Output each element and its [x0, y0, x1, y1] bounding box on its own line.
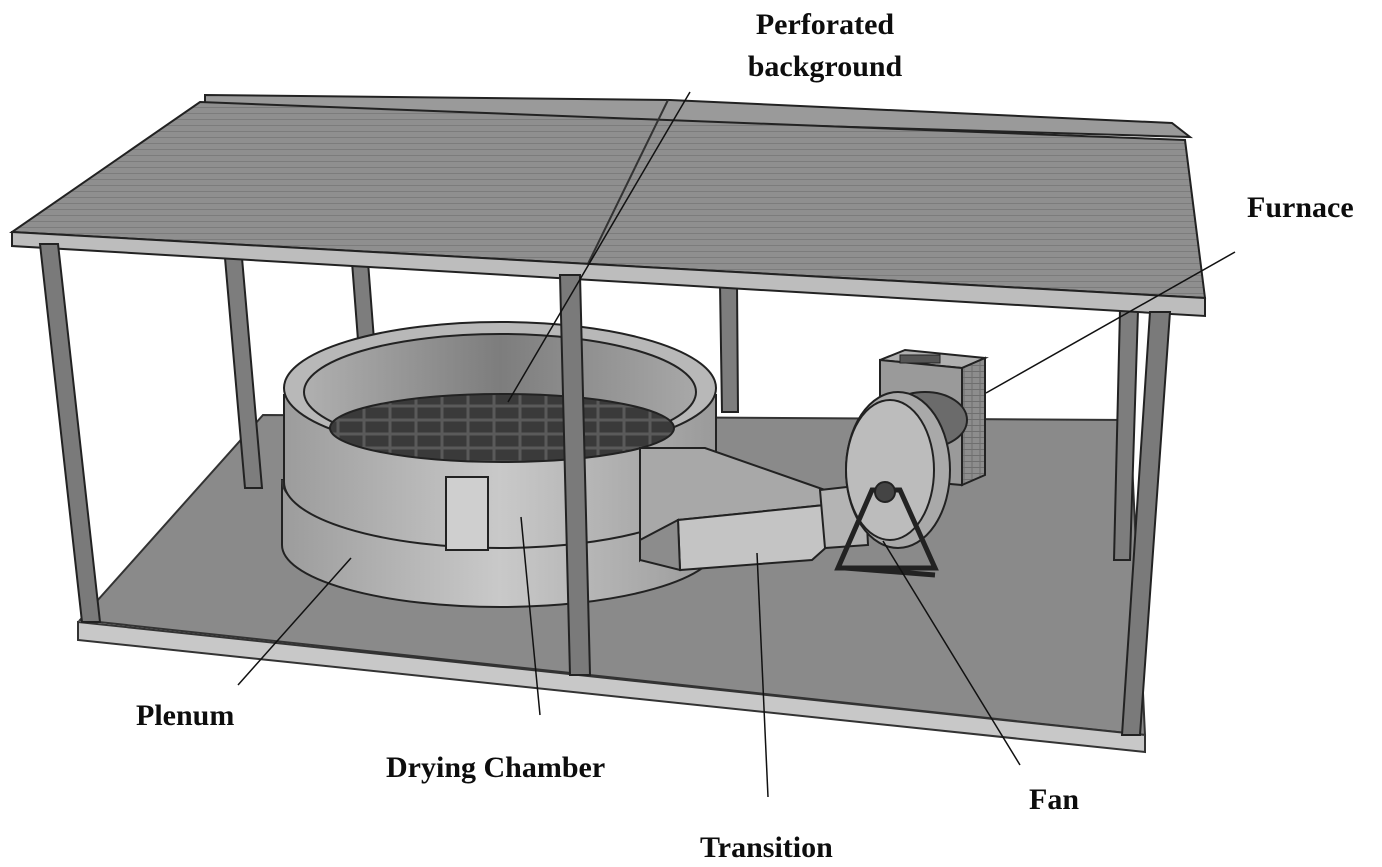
leader-perforated — [507, 91, 691, 403]
label-furnace: Furnace — [1247, 191, 1354, 224]
label-plenum: Plenum — [136, 699, 235, 732]
leader-transition — [756, 552, 769, 798]
roof — [9, 93, 1207, 318]
front-posts — [38, 243, 1172, 736]
leader-furnace — [985, 251, 1236, 394]
label-fan: Fan — [1029, 783, 1080, 816]
leader-lines — [237, 91, 1236, 798]
leader-drying — [520, 516, 541, 716]
drying-chamber — [283, 321, 717, 551]
label-perforated-background: Perforated background — [730, 4, 920, 88]
transition-duct — [639, 447, 870, 572]
label-drying-chamber: Drying Chamber — [386, 751, 606, 784]
label-transition: Transition — [700, 831, 833, 864]
label-perforated-line1: Perforated — [755, 8, 895, 41]
leader-fan — [882, 540, 1021, 766]
fan — [834, 391, 968, 578]
label-perforated-line2: background — [747, 50, 903, 83]
leader-plenum — [237, 557, 352, 686]
